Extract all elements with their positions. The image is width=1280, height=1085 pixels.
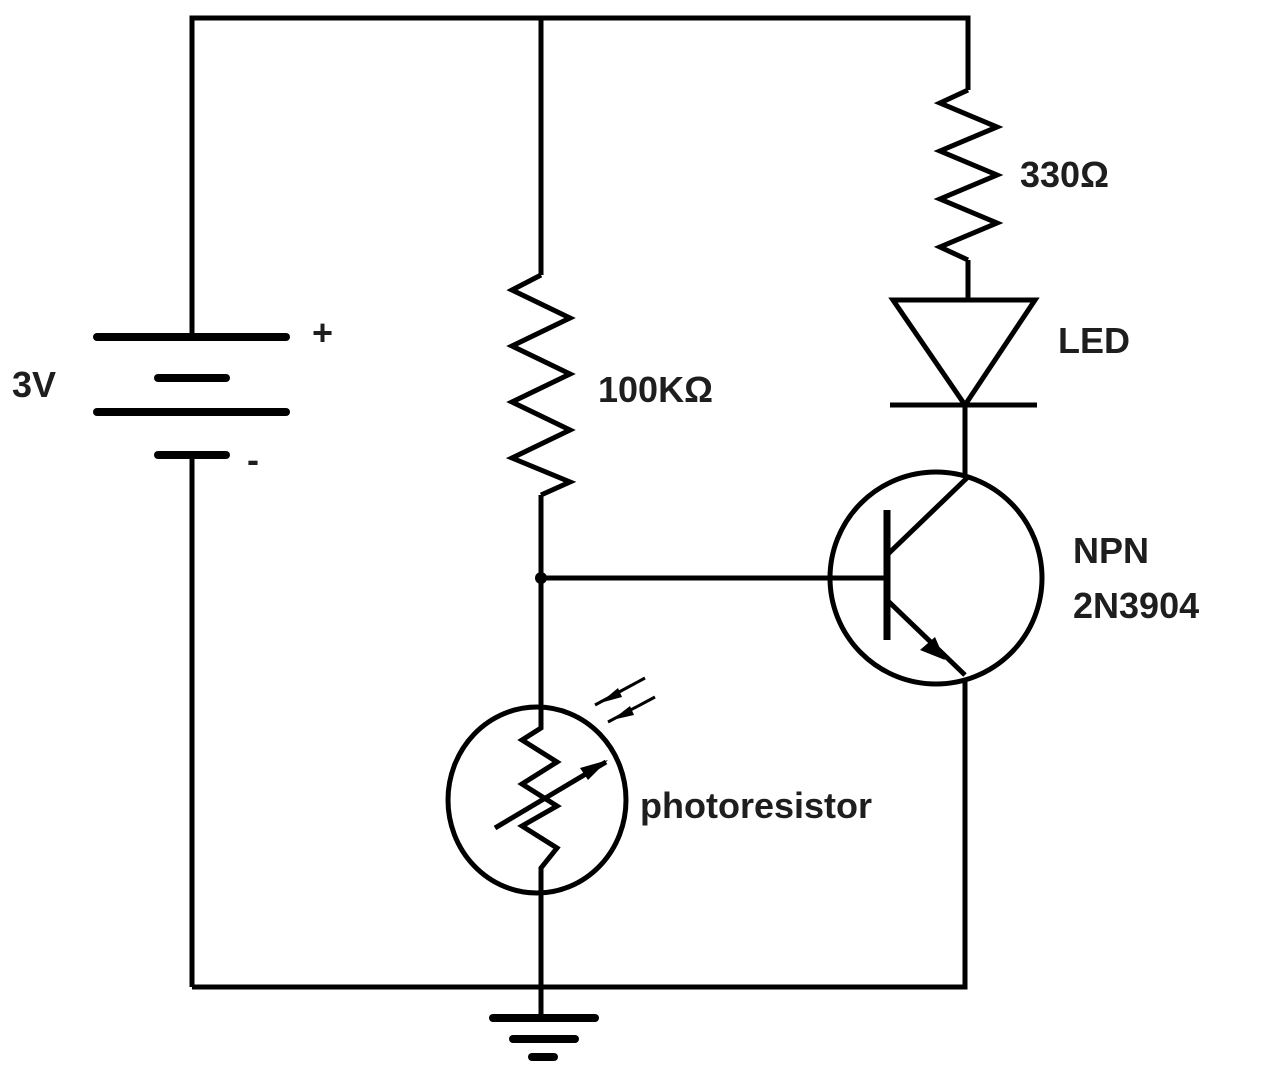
transistor-part-label: 2N3904 xyxy=(1073,585,1199,626)
led-resistor-label: 330Ω xyxy=(1020,154,1109,195)
battery xyxy=(93,333,290,459)
junction-dot xyxy=(535,572,547,584)
battery-voltage-label: 3V xyxy=(12,364,56,405)
resistor-330 xyxy=(933,87,1004,263)
resistor-100k xyxy=(505,272,577,498)
npn-transistor xyxy=(827,469,1045,687)
led-label: LED xyxy=(1058,320,1130,361)
battery-minus-label: - xyxy=(247,439,259,480)
transistor-type-label: NPN xyxy=(1073,530,1149,571)
ground xyxy=(489,1014,599,1061)
photoresistor xyxy=(445,676,656,896)
led xyxy=(888,297,1040,410)
base-resistor-label: 100KΩ xyxy=(598,369,713,410)
battery-plus-label: + xyxy=(312,312,333,353)
photoresistor-label: photoresistor xyxy=(640,785,872,826)
wires xyxy=(189,15,971,1018)
